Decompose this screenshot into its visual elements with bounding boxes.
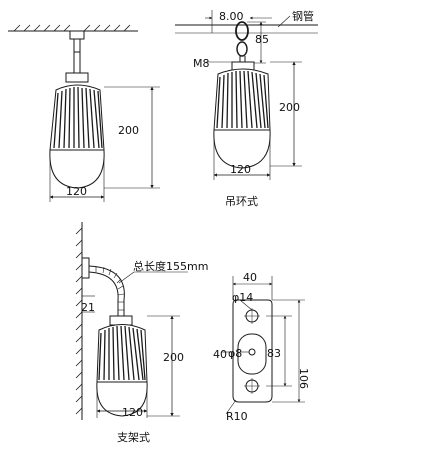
bracket-arm <box>88 265 125 316</box>
panel-mounting-plate <box>222 276 305 415</box>
plate-hole-dia-label: φ14 <box>232 291 253 304</box>
plate-top-width-label: 40 <box>243 271 257 284</box>
bracket-width-label: 120 <box>122 406 143 419</box>
hanging-ring-icon <box>235 21 249 62</box>
bracket-height-label: 200 <box>163 351 184 364</box>
plate-inner-height-label: 83 <box>267 347 281 360</box>
thread-label: M8 <box>193 57 210 70</box>
ceiling-width-label: 120 <box>66 185 87 198</box>
steel-pipe-label: 钢管 <box>292 9 314 23</box>
mounting-plate <box>232 299 273 403</box>
arm-length-label: 总长度155mm <box>133 259 208 273</box>
lamp-fins <box>53 86 103 149</box>
slot <box>237 333 267 375</box>
panel-ceiling-mount <box>8 24 160 202</box>
plate-total-height-label: 106 <box>297 368 310 389</box>
hanging-caption: 吊环式 <box>225 195 258 208</box>
lamp-globe <box>49 149 105 189</box>
bracket-offset-label: 21 <box>81 301 95 314</box>
bracket-caption: 支架式 <box>117 431 150 444</box>
hook-height-label: 85 <box>255 33 269 46</box>
plate-slot-label: φ8 <box>228 347 242 360</box>
panel-hanging-ring <box>175 10 318 180</box>
plate-side-width-label: 40 <box>213 348 227 361</box>
panel-bracket-mount <box>75 222 188 420</box>
plate-radius-label: R10 <box>226 410 248 423</box>
hanging-width-label: 120 <box>230 163 251 176</box>
ceiling-height-label: 200 <box>118 124 139 137</box>
pipe-offset-label: 8.00 <box>219 10 244 23</box>
ceiling-hatch <box>13 24 131 32</box>
hanging-height-label: 200 <box>279 101 300 114</box>
